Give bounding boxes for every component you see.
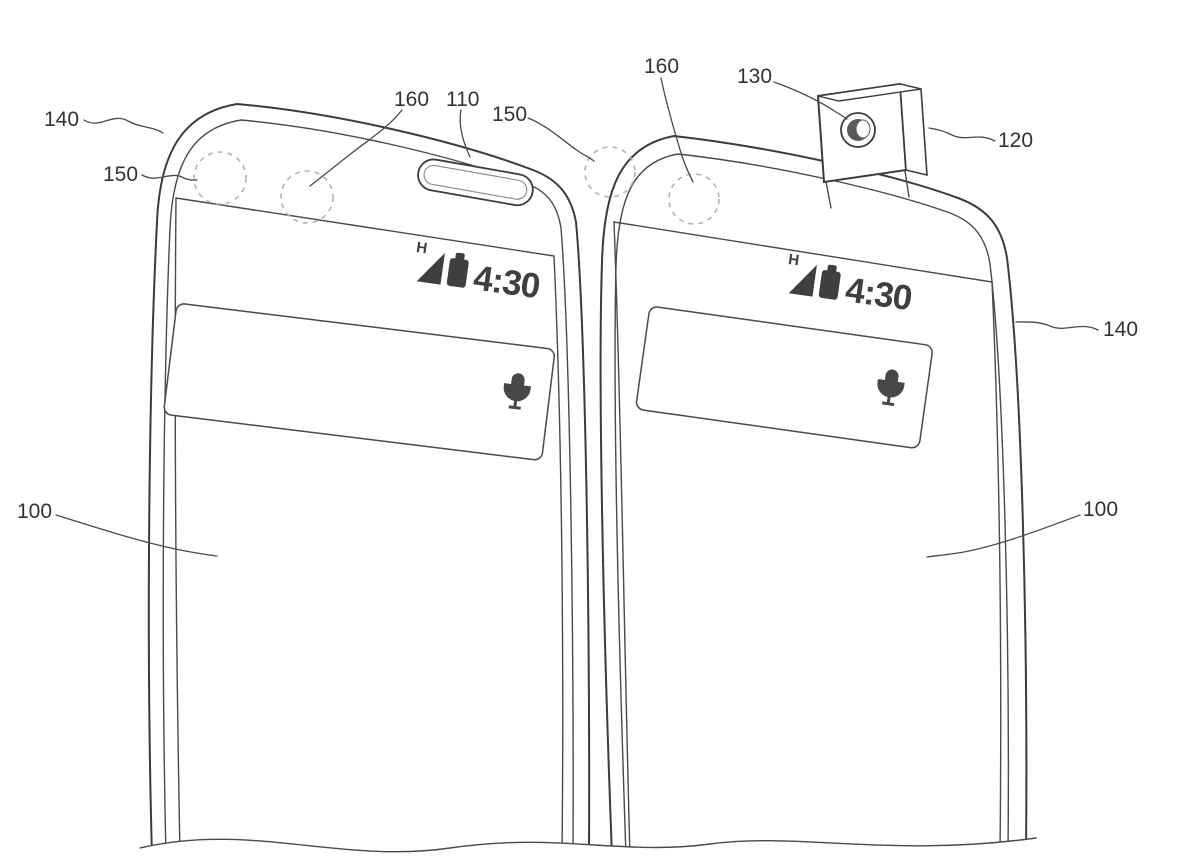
hidden-camera-circle-right [584,146,636,198]
battery-icon-cap [827,264,837,273]
right-search-bar [635,306,933,449]
clock-text: 4:30 [843,270,914,318]
camera-lens [840,112,876,148]
left-phone-body-fill [148,104,590,856]
leader-150-right [527,117,595,162]
left-phone-inner-edge [162,119,574,857]
right-phone-screen-edge [613,221,1002,857]
left-phone: H 4:30 [147,102,591,857]
hidden-sensor-circle-left [280,170,334,224]
battery-icon-cap [455,252,465,261]
leader-100-left [55,514,218,557]
leader-160-right [660,77,694,183]
hidden-camera-circle-left [193,151,247,205]
leader-lines [55,77,1099,558]
signal-icon [788,264,817,297]
ref-label-140-right: 140 [1103,318,1138,341]
popup-camera-module [816,82,928,209]
left-phone-outer-edge [147,102,591,857]
ref-label-110: 110 [446,88,479,111]
signal-icon [416,252,445,285]
leader-100-right [926,514,1081,558]
mic-icon [503,373,531,410]
mic-icon [877,369,905,407]
left-phone-screen-edge [174,197,564,857]
leader-160-left [309,109,403,187]
break-line [139,837,1037,860]
ref-label-150-left: 150 [103,163,138,186]
right-status-bar: H 4:30 [787,251,914,318]
right-phone-outer-edge [599,134,1028,857]
reference-labels: 140 150 160 110 150 160 130 120 140 100 … [17,55,1138,523]
earpiece-slot [417,158,534,207]
hidden-sensor-circle-right [668,173,720,225]
module-top-face [817,83,922,102]
break-line-stroke [139,837,1037,853]
leader-140-left [83,117,164,134]
ref-label-160-right: 160 [644,55,679,78]
leader-110 [459,109,471,158]
ref-label-130: 130 [737,65,772,88]
left-status-bar: H 4:30 [415,239,542,306]
ref-label-150-right: 150 [492,103,527,126]
battery-icon [818,270,841,300]
module-connector-right [904,170,910,198]
break-line-mask [140,838,1036,860]
leader-140-right [1015,321,1099,331]
module-connector-left [825,181,832,209]
leader-130 [773,81,848,120]
network-type-indicator: H [787,251,800,269]
right-phone-body-fill [600,136,1027,856]
leader-150-left [141,174,198,181]
ref-label-120: 120 [998,129,1033,152]
clock-text: 4:30 [471,258,542,306]
battery-icon [446,258,469,288]
ref-label-100-left: 100 [17,500,52,523]
network-type-indicator: H [415,239,428,257]
ref-label-140-left: 140 [44,108,79,131]
left-search-bar [163,303,555,461]
right-phone-inner-edge [614,153,1010,857]
ref-label-160-left: 160 [394,88,429,111]
ref-label-100-right: 100 [1083,498,1118,521]
right-phone: H 4:30 [584,134,1028,857]
leader-120 [928,127,996,142]
